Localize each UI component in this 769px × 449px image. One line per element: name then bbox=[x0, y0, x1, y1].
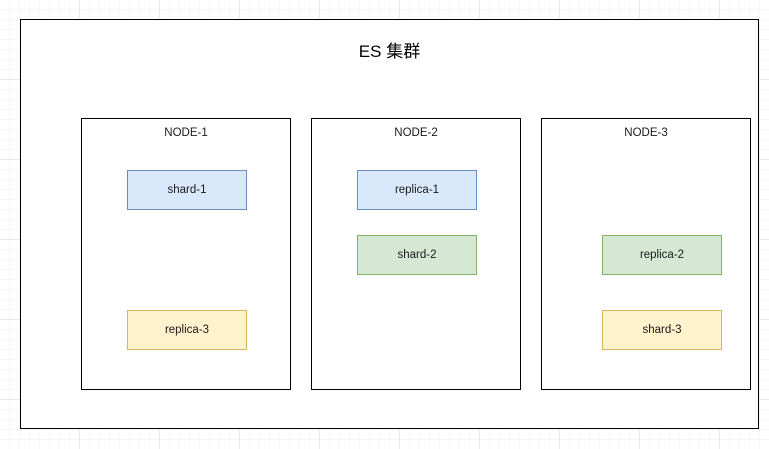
shard-chip-shard-1[interactable]: shard-1 bbox=[127, 170, 247, 210]
node-box-1[interactable]: NODE-1 shard-1 replica-3 bbox=[81, 118, 291, 390]
node-box-2[interactable]: NODE-2 replica-1 shard-2 bbox=[311, 118, 521, 390]
shard-chip-shard-3[interactable]: shard-3 bbox=[602, 310, 722, 350]
cluster-title: ES 集群 bbox=[358, 42, 421, 61]
node-label-2: NODE-2 bbox=[394, 127, 438, 139]
es-cluster-container[interactable]: ES 集群 NODE-1 shard-1 replica-3 NODE-2 re… bbox=[20, 19, 759, 429]
node-label-1: NODE-1 bbox=[164, 127, 208, 139]
shard-chip-replica-3[interactable]: replica-3 bbox=[127, 310, 247, 350]
node-label-3: NODE-3 bbox=[624, 127, 668, 139]
shard-chip-replica-2[interactable]: replica-2 bbox=[602, 235, 722, 275]
shard-chip-shard-2[interactable]: shard-2 bbox=[357, 235, 477, 275]
shard-chip-replica-1[interactable]: replica-1 bbox=[357, 170, 477, 210]
node-box-3[interactable]: NODE-3 replica-2 shard-3 bbox=[541, 118, 751, 390]
